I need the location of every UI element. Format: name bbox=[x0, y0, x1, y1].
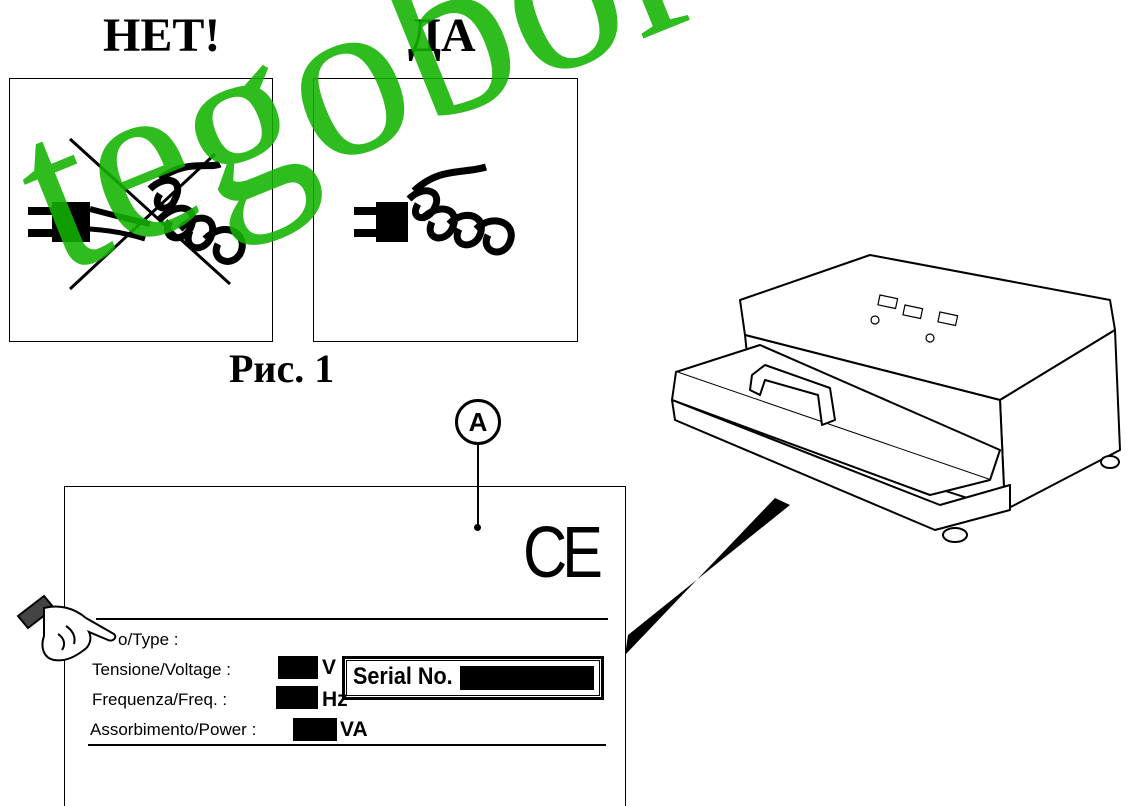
panel-wrong-plug-removal bbox=[9, 78, 273, 342]
callout-a: A bbox=[455, 399, 501, 445]
panel-correct-plug-removal bbox=[313, 78, 578, 342]
hand-gripping-plug-icon bbox=[354, 163, 515, 256]
pointing-hand-icon bbox=[16, 594, 117, 662]
voltage-value-box bbox=[278, 656, 318, 679]
power-label: Assorbimento/Power : bbox=[90, 720, 257, 739]
frequency-value-box bbox=[276, 686, 318, 709]
callout-leader-dot bbox=[474, 524, 481, 531]
voltage-label: Tensione/Voltage : bbox=[92, 660, 231, 679]
heading-no: НЕТ! bbox=[103, 9, 221, 62]
frequency-label: Frequenza/Freq. : bbox=[92, 690, 228, 709]
serial-number-inner-box bbox=[346, 660, 600, 696]
serial-number-box bbox=[342, 656, 604, 700]
power-unit: VA bbox=[340, 718, 368, 741]
frequency-unit: Hz bbox=[322, 688, 348, 711]
callout-a-label: A bbox=[468, 407, 488, 437]
serial-number-value-box bbox=[460, 666, 594, 690]
figure-caption: Рис. 1 bbox=[229, 346, 335, 391]
ce-mark: CE bbox=[523, 513, 603, 593]
type-label: o/Type : bbox=[118, 630, 179, 649]
plate-top-rule bbox=[96, 618, 608, 620]
plate-bottom-rule bbox=[88, 744, 606, 746]
hand-pulling-cord-crossed-icon bbox=[28, 137, 246, 291]
heading-yes: ДА bbox=[408, 9, 476, 62]
voltage-unit: V bbox=[322, 656, 337, 679]
serial-number-label: Serial No. bbox=[353, 663, 453, 690]
callout-leader-line bbox=[477, 445, 479, 527]
power-value-box bbox=[293, 718, 337, 741]
